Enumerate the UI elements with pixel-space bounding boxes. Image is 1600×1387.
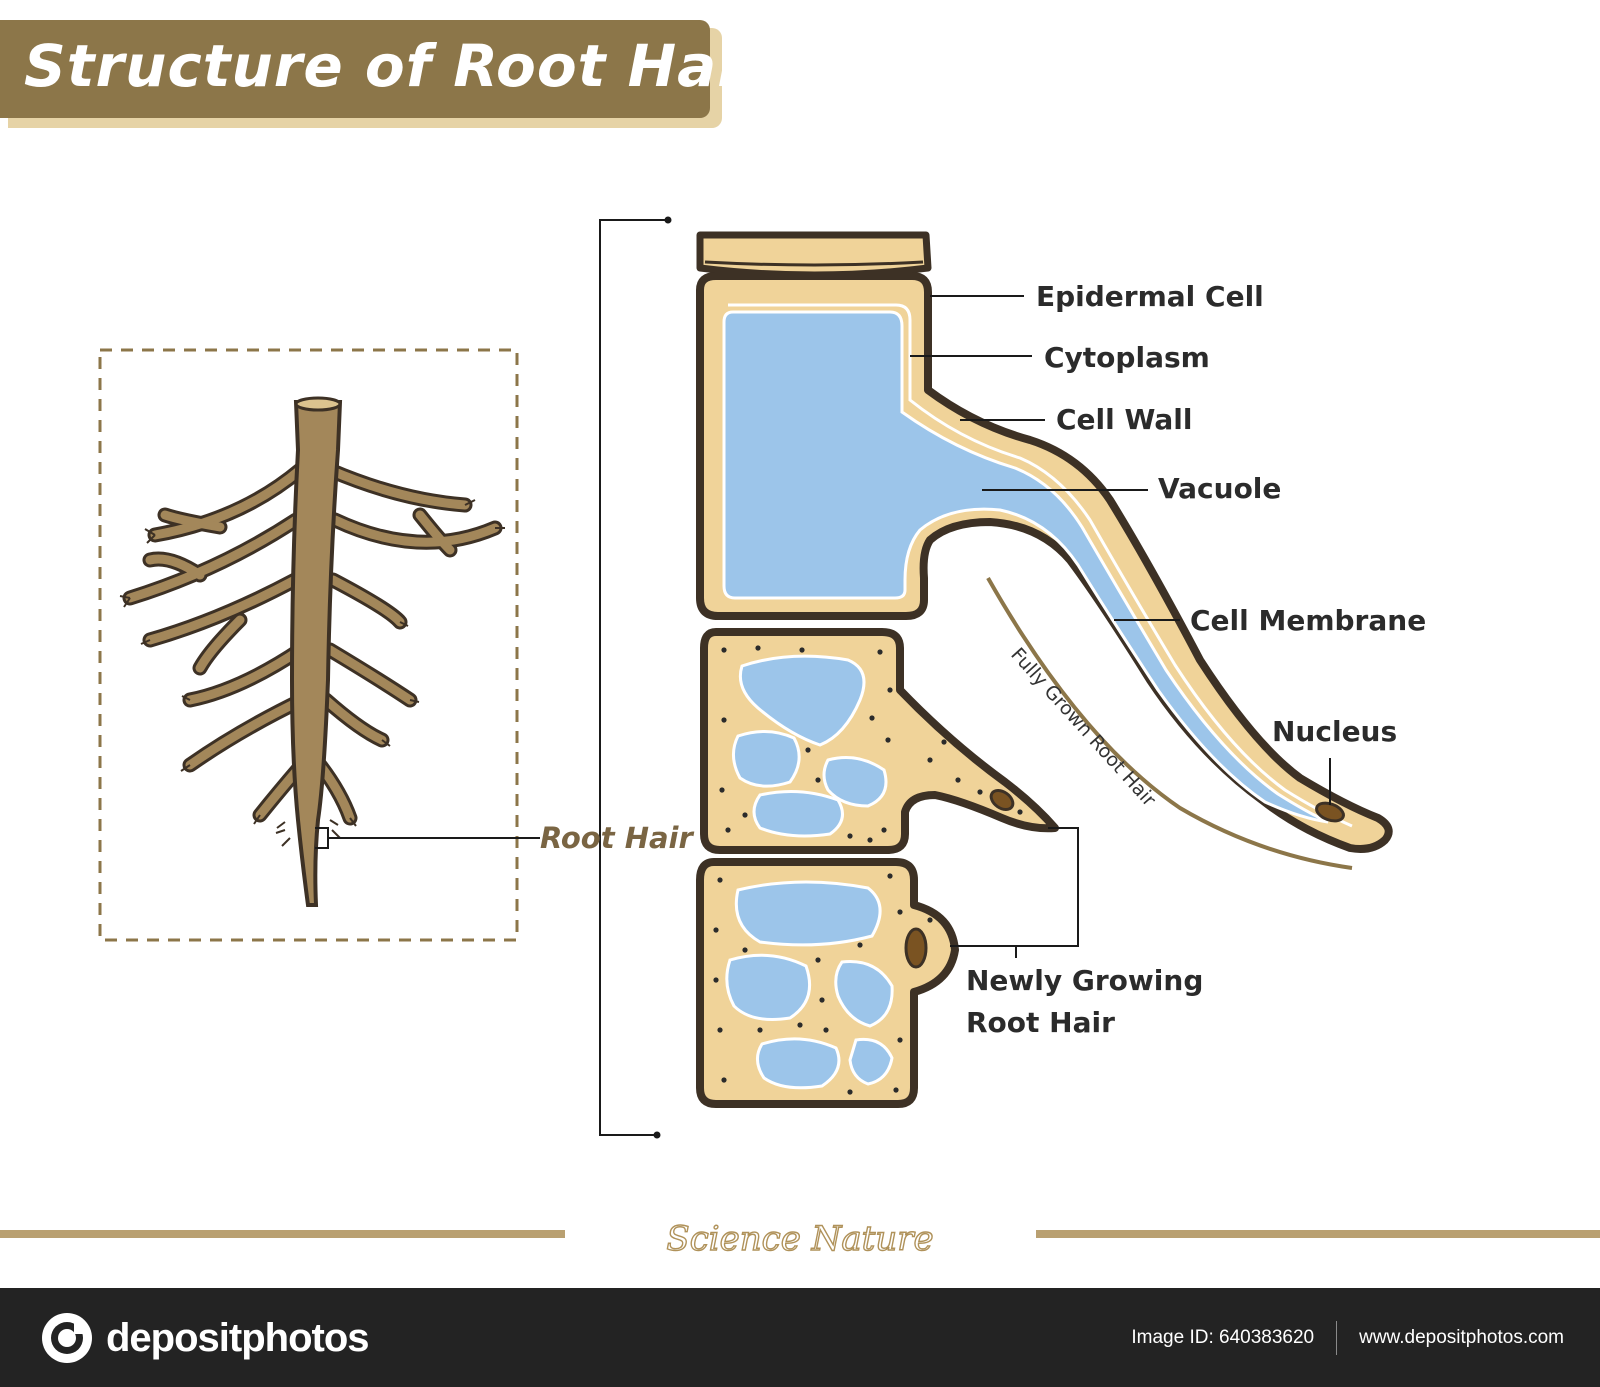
taproot-cut-top — [294, 396, 342, 412]
vacuole — [722, 310, 1329, 824]
root-system-illustration — [119, 396, 505, 907]
label-root-hair: Root Hair — [540, 821, 694, 855]
fully-grown-guide-curve — [986, 577, 1353, 870]
page-title: Structure of Root Hair — [24, 32, 768, 100]
label-newly-growing-line1: Newly Growing — [966, 964, 1203, 997]
footer-signature: Science Nature — [666, 1219, 933, 1259]
fully-grown-label: Fully Grown Root Hair — [1006, 644, 1160, 811]
depositphotos-logo-icon — [42, 1313, 92, 1363]
stock-bottom-bar: depositphotos Image ID: 640383620 www.de… — [0, 1288, 1600, 1387]
cell-structure — [696, 231, 1393, 1108]
image-meta: Image ID: 640383620 www.depositphotos.co… — [1131, 1288, 1564, 1387]
label-cell-membrane: Cell Membrane — [1190, 604, 1426, 637]
depositphotos-wordmark: depositphotos — [106, 1315, 370, 1360]
cap-cell — [696, 231, 932, 279]
nucleus-early — [989, 788, 1015, 812]
root-hair-diagram: Fully Grown Root Hair Epidermal Cell Cyt… — [0, 216, 1600, 1260]
leader-lines — [910, 295, 1331, 958]
label-cytoplasm: Cytoplasm — [1044, 341, 1210, 374]
title-banner: Structure of Root Hair — [0, 20, 767, 128]
meta-separator — [1336, 1320, 1338, 1355]
label-cell-wall: Cell Wall — [1056, 403, 1192, 436]
cell-membrane — [728, 303, 1353, 828]
label-epidermal-cell: Epidermal Cell — [1036, 280, 1264, 313]
site-url[interactable]: www.depositphotos.com — [1359, 1326, 1564, 1348]
taproot — [289, 400, 343, 907]
footer-rule-left — [0, 1230, 565, 1238]
label-vacuole: Vacuole — [1158, 472, 1281, 505]
root-hair-bracket — [315, 216, 672, 1139]
image-id: Image ID: 640383620 — [1131, 1326, 1315, 1348]
depositphotos-brand[interactable]: depositphotos — [40, 1308, 370, 1368]
title-banner-box: Structure of Root Hair — [0, 20, 767, 118]
label-newly-growing-line2: Root Hair — [966, 1006, 1115, 1039]
label-nucleus: Nucleus — [1272, 715, 1397, 748]
nucleus-new — [904, 927, 928, 969]
nucleus-mature — [1315, 801, 1345, 823]
footer-rule-right — [1036, 1230, 1600, 1238]
